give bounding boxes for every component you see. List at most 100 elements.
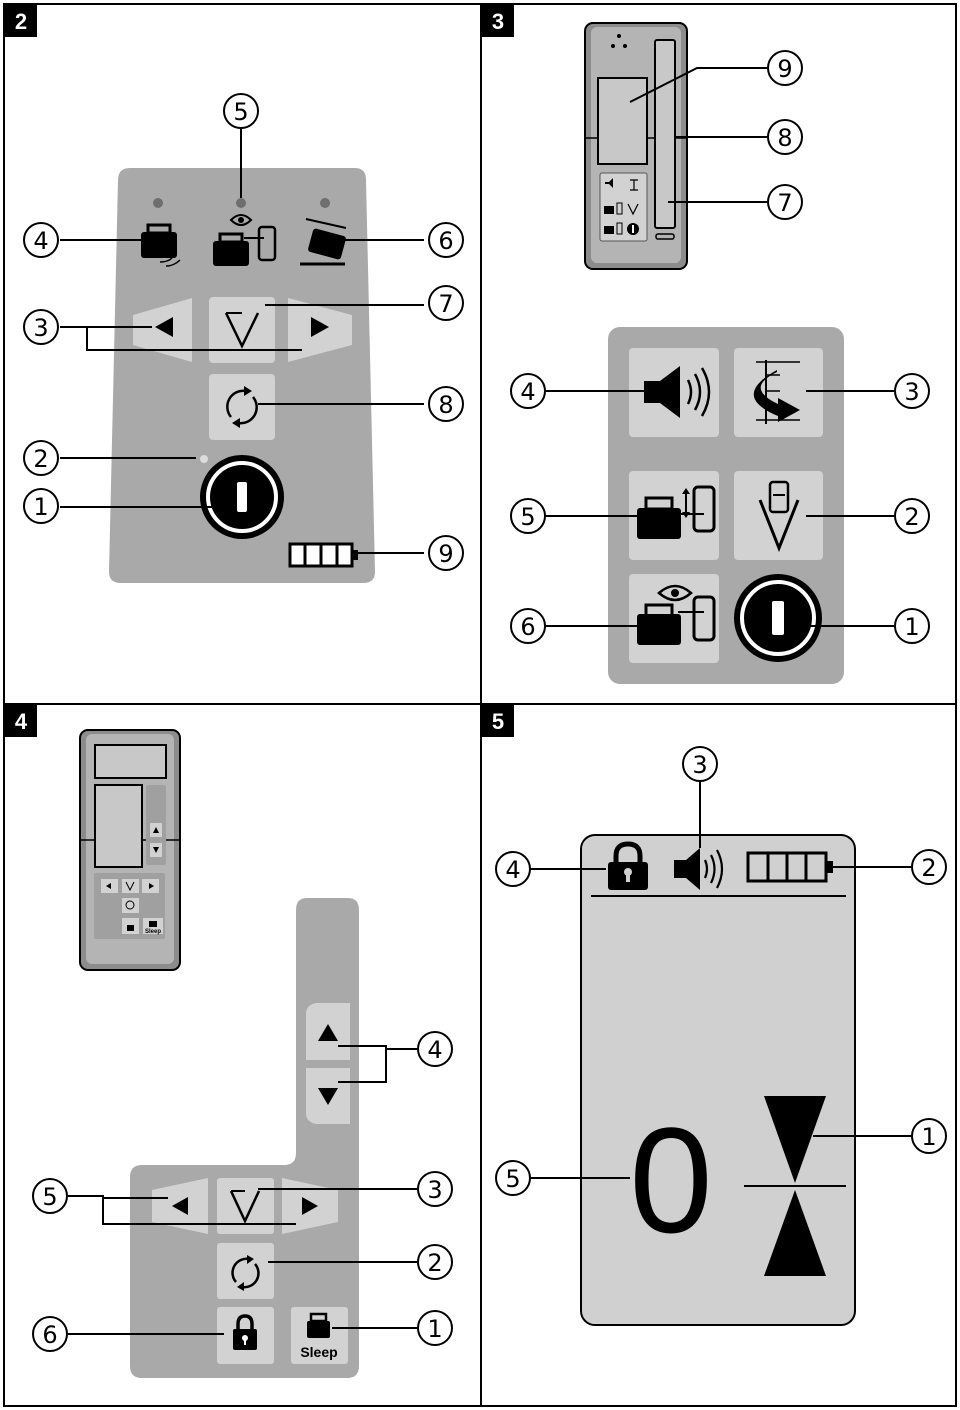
funnel-button[interactable] [217,1178,274,1234]
panel-tag-4: 4 [5,705,37,737]
eye-mode-button[interactable] [629,574,719,663]
callout-8: 8 [428,386,464,422]
rotate-icon [226,386,258,428]
laser-tool-icon [307,1312,330,1338]
detection-window [654,39,676,229]
led-center [236,198,246,208]
lock-icon [233,1314,257,1350]
panel-tag-5: 5 [482,705,514,737]
funnel-button[interactable] [734,471,823,560]
slope-icon [300,218,347,266]
panel-3-leaders [545,67,894,627]
laser-tool-icon [141,223,181,267]
power-icon [237,482,247,512]
callout-6: 6 [428,222,464,258]
svg-text:3: 3 [427,1176,442,1204]
led-power [200,455,208,463]
left-arrow-button[interactable] [133,298,192,362]
panel-3-receiver: 9 8 7 4 3 5 2 6 1 [510,22,930,684]
svg-text:9: 9 [777,55,792,83]
distance-readout: 0 [629,1096,712,1264]
callout-5: 5 [495,1160,531,1196]
right-arrow-button[interactable] [288,298,352,362]
svg-text:5: 5 [520,503,535,531]
callout-3: 3 [682,746,718,782]
callout-9: 9 [767,50,803,86]
callout-1: 1 [417,1310,453,1346]
svg-text:7: 7 [438,290,453,318]
led-right [320,198,330,208]
power-icon [772,601,784,635]
callout-2: 2 [911,849,947,885]
speaker-icon [674,848,724,890]
lock-button[interactable] [217,1307,274,1364]
svg-text:8: 8 [777,124,792,152]
funnel-icon [224,312,260,349]
svg-text:4: 4 [427,1036,442,1064]
svg-text:1: 1 [921,1123,936,1151]
power-button[interactable] [200,455,284,539]
svg-text:1: 1 [904,613,919,641]
up-arrow-icon [318,1024,338,1041]
down-arrow-button[interactable] [306,1068,350,1124]
up-arrow-button[interactable] [306,1003,350,1060]
svg-text:3: 3 [692,751,707,779]
led-left [153,198,163,208]
svg-text:7: 7 [777,189,792,217]
callout-4: 4 [510,373,546,409]
right-arrow-icon [302,1197,318,1215]
svg-text:9: 9 [438,540,453,568]
shift-icon [753,360,800,424]
display-screen [580,834,856,1326]
svg-text:2: 2 [921,854,936,882]
sleep-button[interactable]: Sleep [291,1307,348,1364]
panel-2-leaders [60,127,424,554]
panel-4-leaders [68,1045,417,1335]
funnel-icon [229,1190,261,1224]
receiver-display [597,77,648,165]
receiver-device [584,22,688,270]
rotate-button[interactable] [209,374,275,440]
svg-text:2: 2 [33,445,48,473]
svg-text:5: 5 [42,1183,57,1211]
callout-6: 6 [510,608,546,644]
callout-1: 1 [894,608,930,644]
svg-text:8: 8 [438,391,453,419]
left-arrow-icon [172,1197,188,1215]
panel-number-4: 4 [15,709,28,734]
callout-3: 3 [417,1171,453,1207]
power-button[interactable] [734,574,822,662]
left-arrow-icon [155,317,173,337]
svg-text:2: 2 [904,503,919,531]
funnel-button[interactable] [209,297,275,363]
small-speaker-icon [605,178,613,188]
svg-text:5: 5 [505,1165,520,1193]
callout-9: 9 [428,535,464,571]
sound-button[interactable] [629,348,719,437]
callout-2: 2 [894,498,930,534]
speaker-icon [644,366,711,418]
callout-1: 1 [23,488,59,524]
panel-4-remote: Sleep [32,729,453,1378]
rotate-icon [231,1255,260,1291]
callout-6: 6 [32,1316,68,1352]
svg-text:6: 6 [42,1321,57,1349]
callout-7: 7 [767,184,803,220]
callout-7: 7 [428,285,464,321]
svg-text:4: 4 [520,378,535,406]
panel-2-laser-keypad: 5 4 6 3 7 8 2 1 9 [23,93,464,583]
shift-button[interactable] [734,348,823,437]
lock-icon [608,841,648,890]
callout-2: 2 [23,440,59,476]
rotate-button[interactable] [217,1243,274,1299]
remote-display [94,744,167,779]
callout-3: 3 [894,373,930,409]
left-arrow-button[interactable] [152,1178,208,1234]
panel-number-2: 2 [15,9,27,34]
panel-5-leaders [530,781,912,1179]
right-arrow-button[interactable] [282,1178,338,1234]
panel-number-3: 3 [492,9,504,34]
svg-text:3: 3 [33,314,48,342]
callout-4: 4 [417,1031,453,1067]
